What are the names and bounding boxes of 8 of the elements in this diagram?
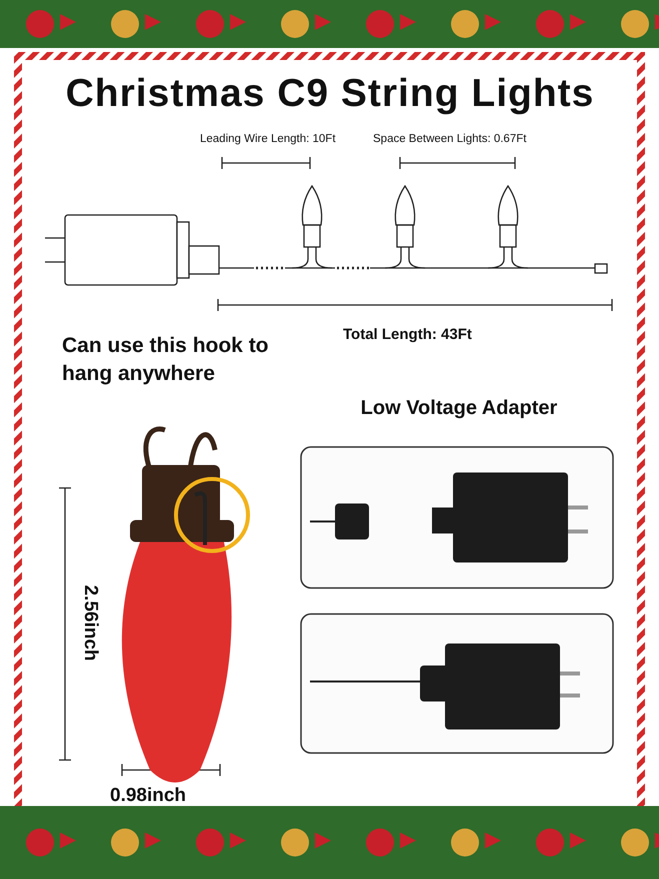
dimension-label: 2.56inch <box>79 584 101 664</box>
dimension-label: Leading Wire Length: 10Ft <box>200 133 336 145</box>
dimension-label: Space Between Lights: 0.67Ft <box>373 133 526 145</box>
dimension-label: Total Length: 43Ft <box>343 326 472 343</box>
title: Christmas C9 String Lights <box>64 72 596 116</box>
hook-note: Can use this hook to hang anywhere <box>62 333 270 387</box>
dimension-label: 0.98inch <box>110 785 186 807</box>
section-heading: Low Voltage Adapter <box>360 397 558 420</box>
